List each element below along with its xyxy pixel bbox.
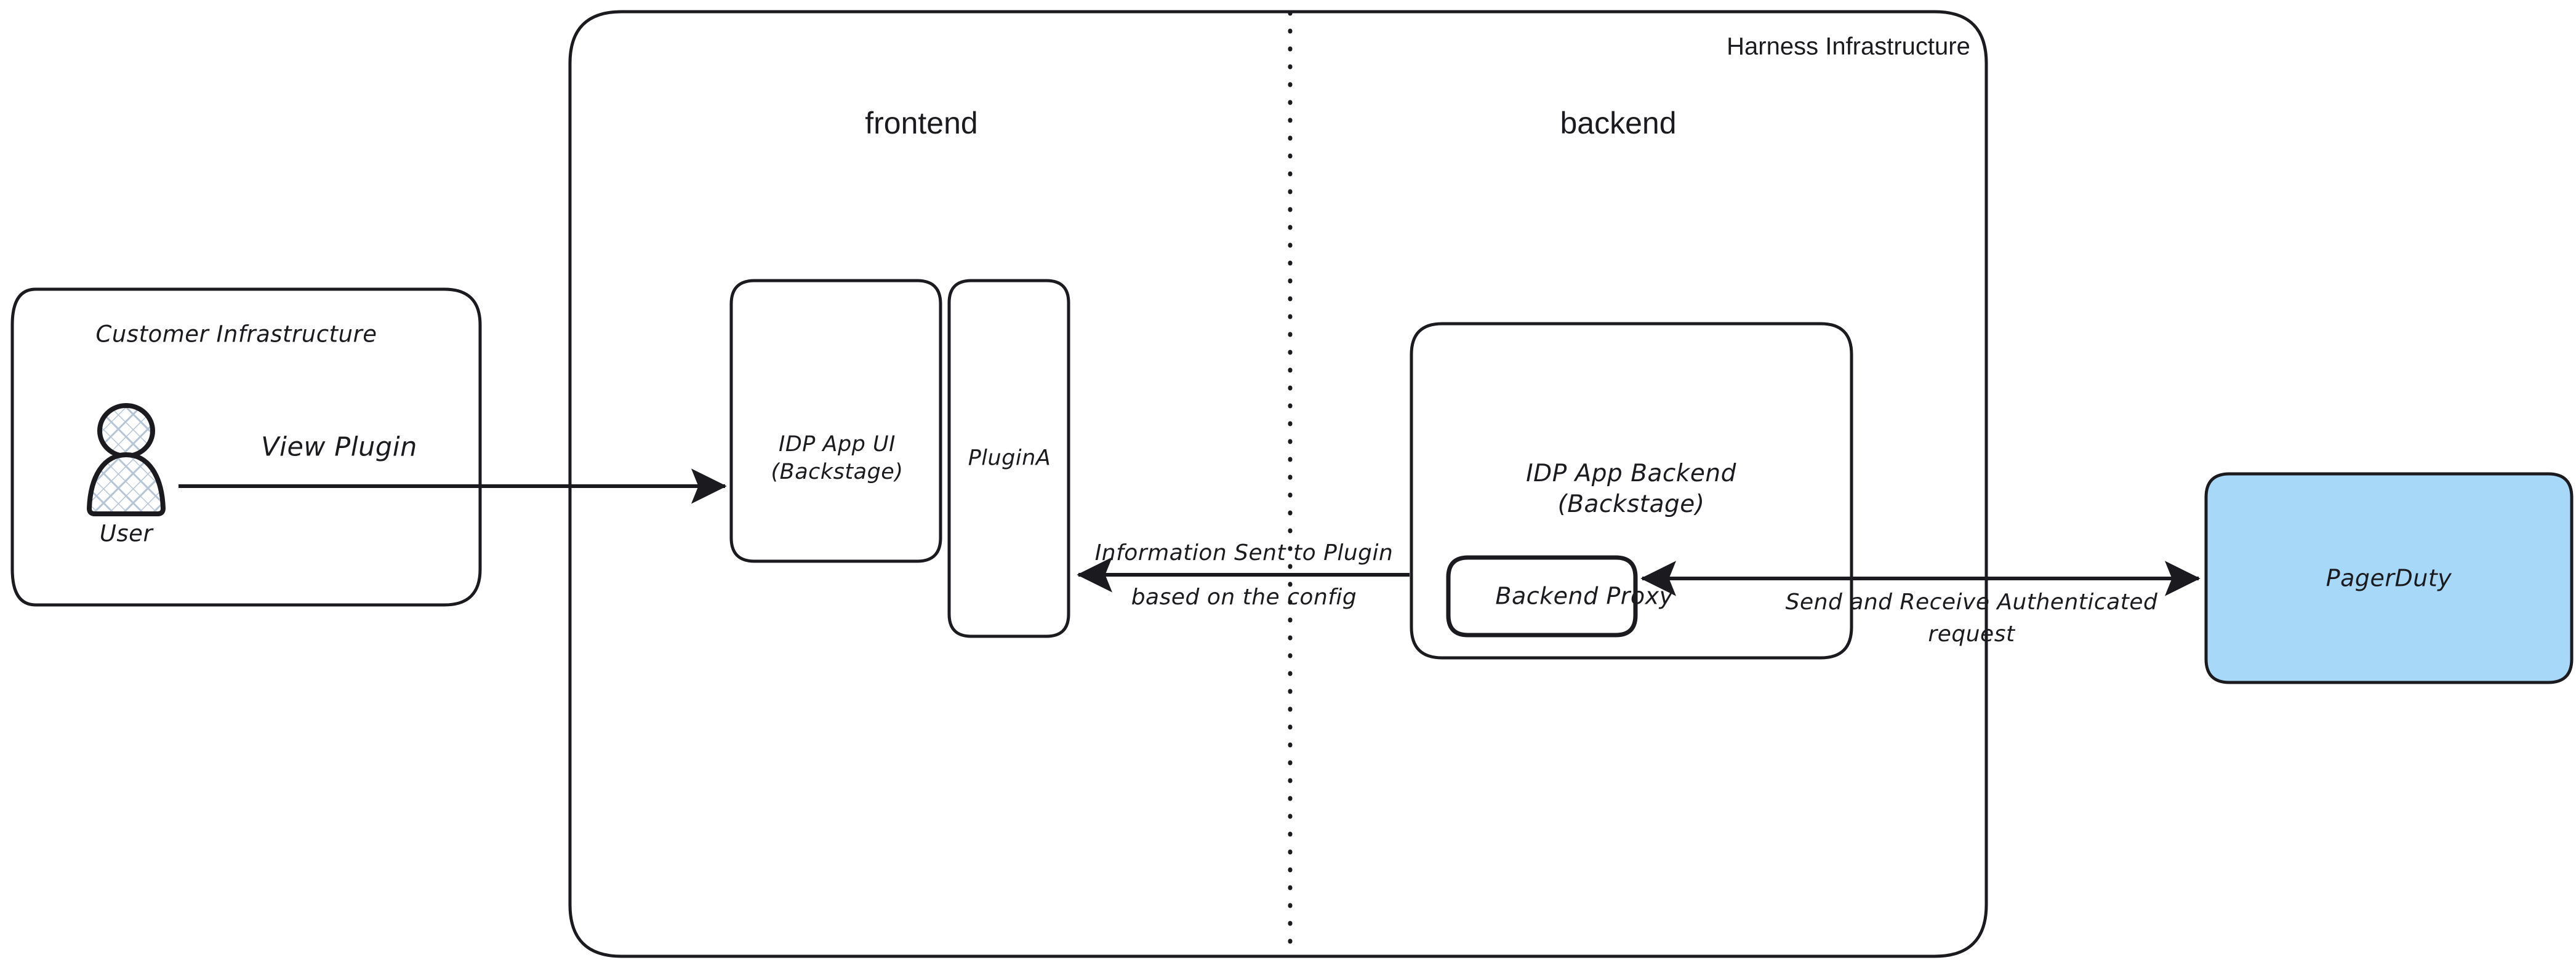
harness-infrastructure-container: [568, 10, 1988, 958]
plugin-a-box: [947, 279, 1070, 638]
idp-app-ui-box: [729, 279, 942, 563]
backend-proxy-box: [1446, 555, 1638, 638]
customer-infrastructure-box: [10, 287, 482, 607]
user-actor-icon: [87, 403, 166, 516]
pagerduty-box: [2204, 472, 2574, 684]
